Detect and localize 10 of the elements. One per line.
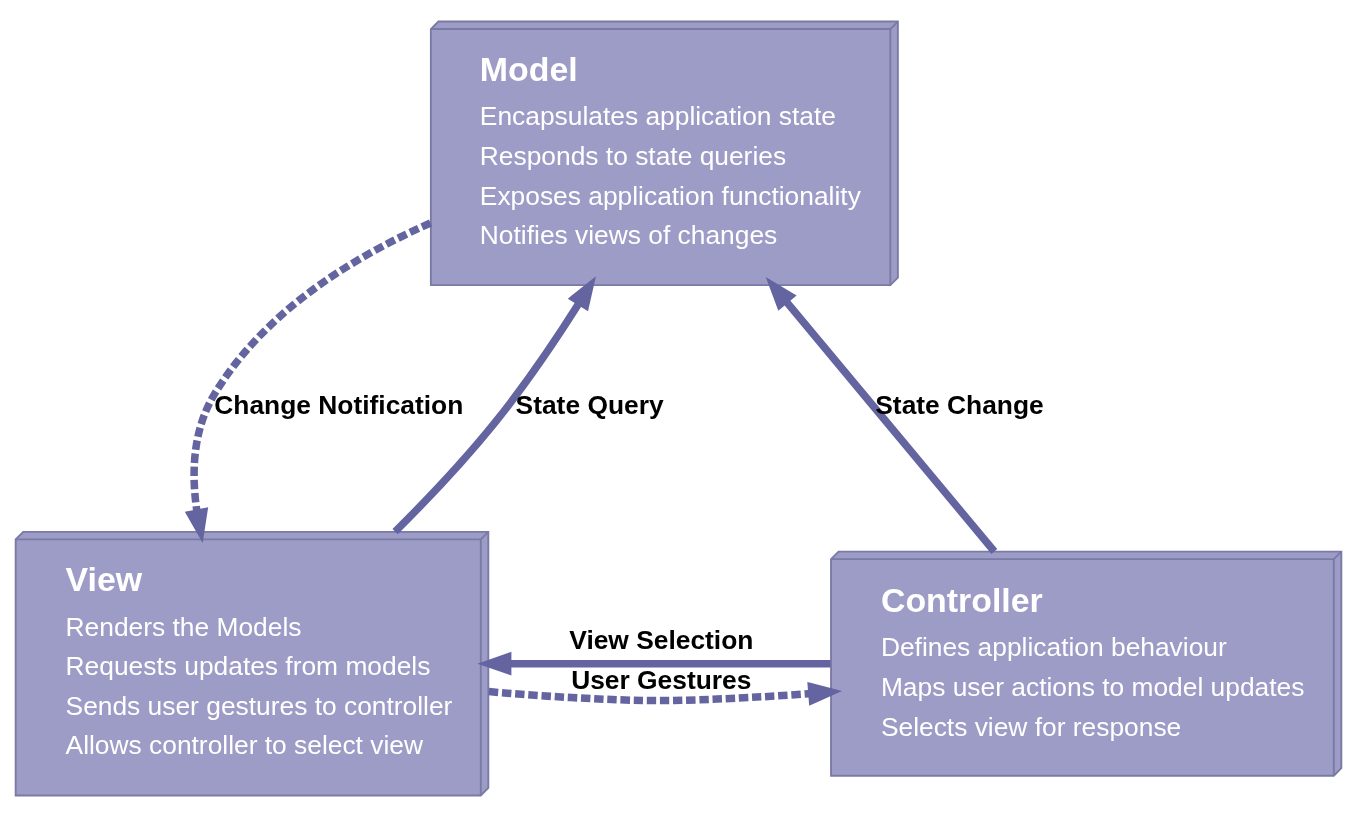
arrow bbox=[488, 681, 843, 706]
arrow bbox=[392, 275, 596, 534]
arrow bbox=[765, 276, 998, 554]
edge-label: Change Notification bbox=[214, 389, 464, 420]
arrow bbox=[184, 219, 433, 543]
arrow bbox=[477, 651, 831, 676]
edge-label: State Change bbox=[875, 389, 1044, 420]
edge-label: View Selection bbox=[569, 624, 754, 655]
edge-label: State Query bbox=[515, 389, 664, 420]
edge-label: User Gestures bbox=[571, 664, 752, 695]
